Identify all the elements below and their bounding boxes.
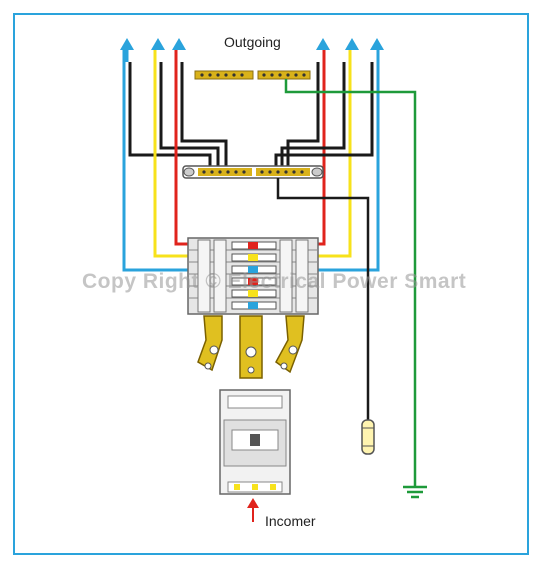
wire-black-right-2 bbox=[280, 62, 346, 170]
fuse-icon bbox=[361, 419, 375, 455]
wire-red-left bbox=[174, 50, 192, 246]
wire-blue-right bbox=[314, 50, 380, 272]
up-arrow-icon bbox=[316, 38, 330, 50]
outgoing-arrows bbox=[120, 38, 384, 50]
up-arrow-icon bbox=[345, 38, 359, 50]
up-arrow-icon bbox=[370, 38, 384, 50]
neutral-wire bbox=[276, 178, 370, 420]
mcb-block bbox=[187, 237, 319, 315]
outgoing-label: Outgoing bbox=[224, 34, 281, 50]
busbar-links bbox=[197, 315, 305, 379]
wire-black-left-3 bbox=[180, 62, 228, 170]
wire-yellow-right bbox=[314, 50, 352, 258]
wire-black-left-2 bbox=[159, 62, 220, 170]
earth-ground-icon bbox=[403, 485, 427, 499]
incomer-mccb bbox=[219, 389, 291, 495]
earth-busbar bbox=[194, 70, 311, 80]
wire-black-right-3 bbox=[274, 62, 374, 170]
wire-blue-left bbox=[122, 50, 192, 272]
wire-black-left-1 bbox=[128, 62, 212, 170]
up-arrow-icon bbox=[247, 498, 259, 508]
up-arrow-icon bbox=[172, 38, 186, 50]
up-arrow-icon bbox=[120, 38, 134, 50]
earth-wire bbox=[284, 79, 417, 486]
up-arrow-icon bbox=[151, 38, 165, 50]
incomer-label: Incomer bbox=[265, 513, 316, 529]
neutral-busbar bbox=[182, 165, 324, 179]
diagram-border bbox=[13, 13, 529, 555]
incomer-arrow bbox=[247, 498, 259, 522]
wire-yellow-left bbox=[153, 50, 192, 258]
watermark-text: Copy Right © Electrical Power Smart bbox=[82, 270, 467, 293]
